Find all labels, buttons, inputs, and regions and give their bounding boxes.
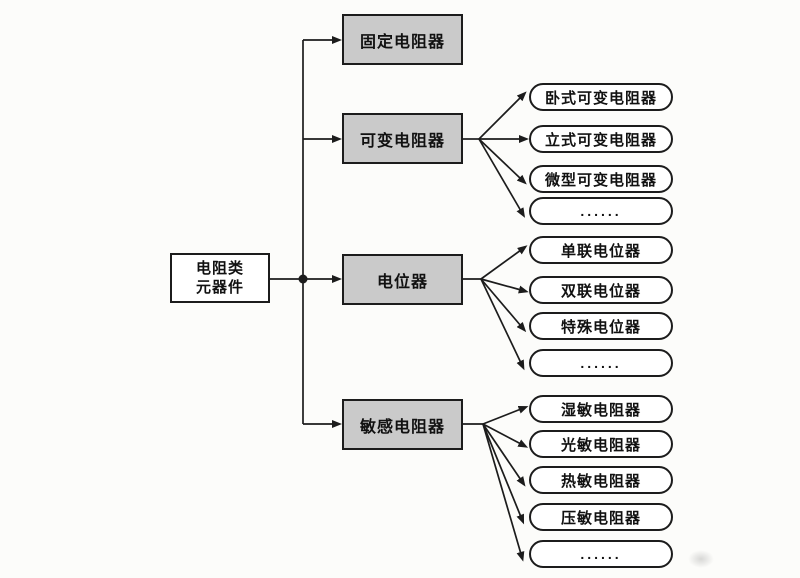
leaf-vertical-variable-resistor: 立式可变电阻器 [529,125,673,153]
leaf-photo-sensitive-resistor: 光敏电阻器 [529,430,673,458]
category-sensitive-resistor: 敏感电阻器 [342,399,463,450]
leaf-horizontal-variable-resistor: 卧式可变电阻器 [529,83,673,111]
leaf-thermal-sensitive-resistor: 热敏电阻器 [529,466,673,494]
leaf-ellipsis-potentiometer: ...... [529,349,673,377]
category-fixed-resistor: 固定电阻器 [342,14,463,65]
leaf-miniature-variable-resistor: 微型可变电阻器 [529,165,673,193]
leaf-ellipsis-sensitive-resistor: ...... [529,540,673,568]
leaf-special-potentiometer: 特殊电位器 [529,312,673,340]
category-potentiometer: 电位器 [342,254,463,305]
root-node-resistor-components: 电阻类 元器件 [170,253,270,303]
junction-dot [298,274,308,284]
root-label-line2: 元器件 [195,279,244,296]
category-variable-resistor: 可变电阻器 [342,113,463,164]
leaf-voltage-sensitive-resistor: 压敏电阻器 [529,503,673,531]
leaf-single-potentiometer: 单联电位器 [529,236,673,264]
leaf-ellipsis-variable-resistor: ...... [529,197,673,225]
root-label-line1: 电阻类 [195,259,244,277]
leaf-dual-potentiometer: 双联电位器 [529,276,673,304]
scan-smudge-artifact [688,550,714,568]
leaf-humidity-sensitive-resistor: 湿敏电阻器 [529,395,673,423]
